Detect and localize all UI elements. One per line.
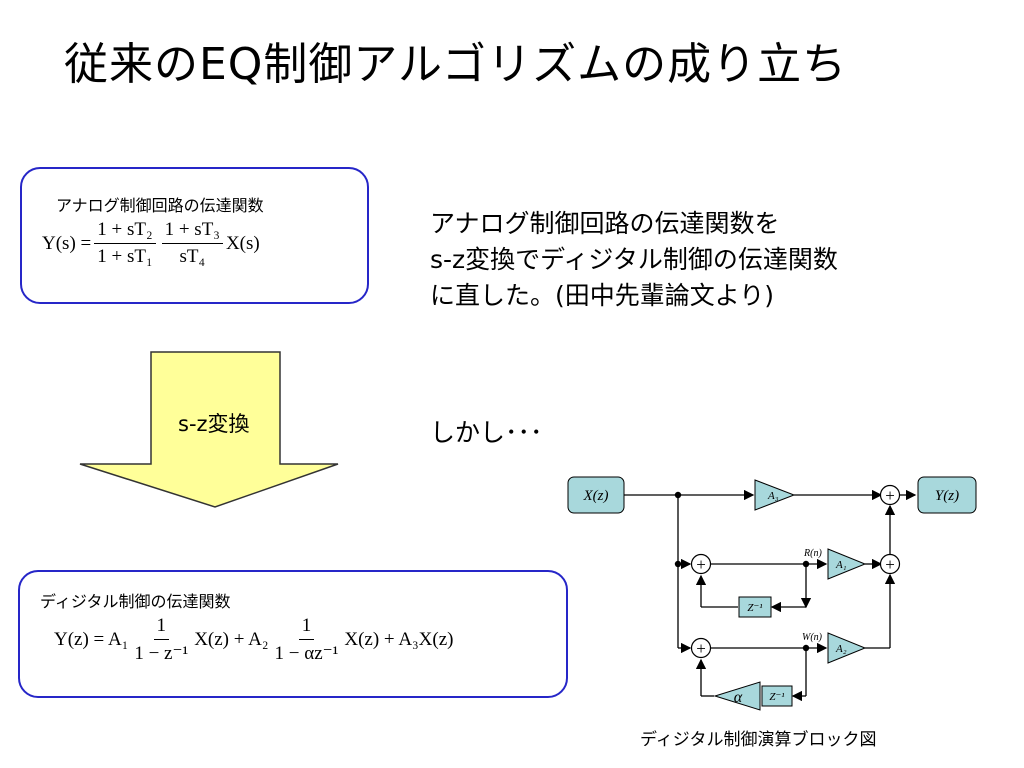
analog-box-label: アナログ制御回路の伝達関数 bbox=[56, 196, 264, 215]
digital-frac1-numerator: 1 bbox=[153, 615, 170, 640]
output-block: Y(z) bbox=[917, 476, 977, 514]
junction-dot bbox=[802, 644, 810, 652]
sum-junction-w-loop: + bbox=[690, 637, 712, 659]
description-line-1: アナログ制御回路の伝達関数を bbox=[430, 209, 780, 238]
delay-block-1: Z⁻¹ bbox=[738, 596, 772, 618]
sum-symbol: + bbox=[696, 639, 706, 658]
s-z-transform-arrow: s-z変換 bbox=[78, 350, 340, 514]
junction-dot bbox=[674, 560, 682, 568]
analog-fraction-1: 1 + sT₂ 1 + sT₁ bbox=[94, 219, 156, 268]
gain-a2-label: A₂ bbox=[835, 643, 847, 655]
digital-equation: Y(z) = A₁ 1 1 − z⁻¹ X(z) + A₂ 1 1 − αz⁻¹… bbox=[54, 615, 454, 665]
description-text: アナログ制御回路の伝達関数を s-z変換でディジタル制御の伝達関数 に直した。(… bbox=[430, 206, 838, 314]
signal-r-label: R(n) bbox=[803, 548, 822, 559]
description-line-3: に直した。(田中先輩論文より) bbox=[430, 281, 775, 310]
digital-box-label: ディジタル制御の伝達関数 bbox=[40, 592, 231, 611]
junction-dot bbox=[802, 560, 810, 568]
sum-symbol: + bbox=[696, 555, 706, 574]
analog-frac1-denominator: 1 + sT₁ bbox=[97, 246, 153, 267]
gain-a1-label: A₁ bbox=[835, 559, 847, 571]
gain-a3-label: A₃ bbox=[767, 490, 779, 502]
input-label: X(z) bbox=[583, 488, 609, 504]
junction-dot bbox=[674, 491, 682, 499]
analog-eq-rhs: X(s) bbox=[225, 232, 260, 254]
sum-symbol: + bbox=[885, 555, 895, 574]
sum-junction-middle: + bbox=[879, 553, 901, 575]
sum-junction-r-loop: + bbox=[690, 553, 712, 575]
sum-symbol: + bbox=[885, 486, 895, 505]
page-title: 従来のEQ制御アルゴリズムの成り立ち bbox=[64, 39, 848, 90]
block-diagram-caption: ディジタル制御演算ブロック図 bbox=[640, 730, 877, 750]
sum-junction-output: + bbox=[879, 484, 901, 506]
digital-fraction-2: 1 1 − αz⁻¹ bbox=[272, 615, 342, 665]
input-block: X(z) bbox=[567, 476, 625, 514]
delay-block-2: Z⁻¹ bbox=[761, 685, 793, 707]
digital-transfer-function-box: ディジタル制御の伝達関数 Y(z) = A₁ 1 1 − z⁻¹ X(z) + … bbox=[18, 570, 568, 698]
gain-a2: A₂ bbox=[827, 632, 867, 664]
description-line-2: s-z変換でディジタル制御の伝達関数 bbox=[430, 245, 838, 274]
analog-frac1-numerator: 1 + sT₂ bbox=[94, 219, 156, 244]
analog-fraction-2: 1 + sT₃ sT₄ bbox=[161, 219, 223, 268]
digital-fraction-1: 1 1 − z⁻¹ bbox=[131, 615, 191, 665]
gain-alpha-label: α bbox=[734, 689, 743, 706]
analog-frac2-denominator: sT₄ bbox=[179, 246, 206, 267]
digital-eq-term2: X(z) + A₂ bbox=[194, 629, 269, 650]
digital-frac1-denominator: 1 − z⁻¹ bbox=[134, 643, 189, 664]
gain-alpha: α bbox=[713, 681, 761, 711]
down-arrow-icon bbox=[79, 351, 339, 508]
analog-eq-lhs: Y(s) = bbox=[42, 232, 92, 254]
gain-a3: A₃ bbox=[754, 479, 796, 511]
signal-w-label: W(n) bbox=[802, 632, 823, 643]
block-diagram: X(z) Y(z) A₃ A₁ A₂ α Z⁻¹ Z⁻¹ + + + bbox=[567, 476, 977, 711]
delay-2-label: Z⁻¹ bbox=[769, 691, 784, 703]
digital-frac2-denominator: 1 − αz⁻¹ bbox=[274, 643, 339, 664]
digital-eq-lhs: Y(z) = A₁ bbox=[54, 629, 129, 650]
arrow-label: s-z変換 bbox=[178, 412, 250, 436]
digital-frac2-numerator: 1 bbox=[298, 615, 315, 640]
gain-a1: A₁ bbox=[827, 548, 867, 580]
analog-transfer-function-box: アナログ制御回路の伝達関数 Y(s) = 1 + sT₂ 1 + sT₁ 1 +… bbox=[20, 167, 369, 304]
delay-1-label: Z⁻¹ bbox=[747, 602, 762, 614]
analog-equation: Y(s) = 1 + sT₂ 1 + sT₁ 1 + sT₃ sT₄ X(s) bbox=[42, 219, 260, 268]
however-text: しかし･･･ bbox=[430, 418, 543, 447]
analog-frac2-numerator: 1 + sT₃ bbox=[161, 219, 223, 244]
digital-eq-term3: X(z) + A₃X(z) bbox=[344, 629, 454, 650]
output-label: Y(z) bbox=[935, 488, 959, 504]
